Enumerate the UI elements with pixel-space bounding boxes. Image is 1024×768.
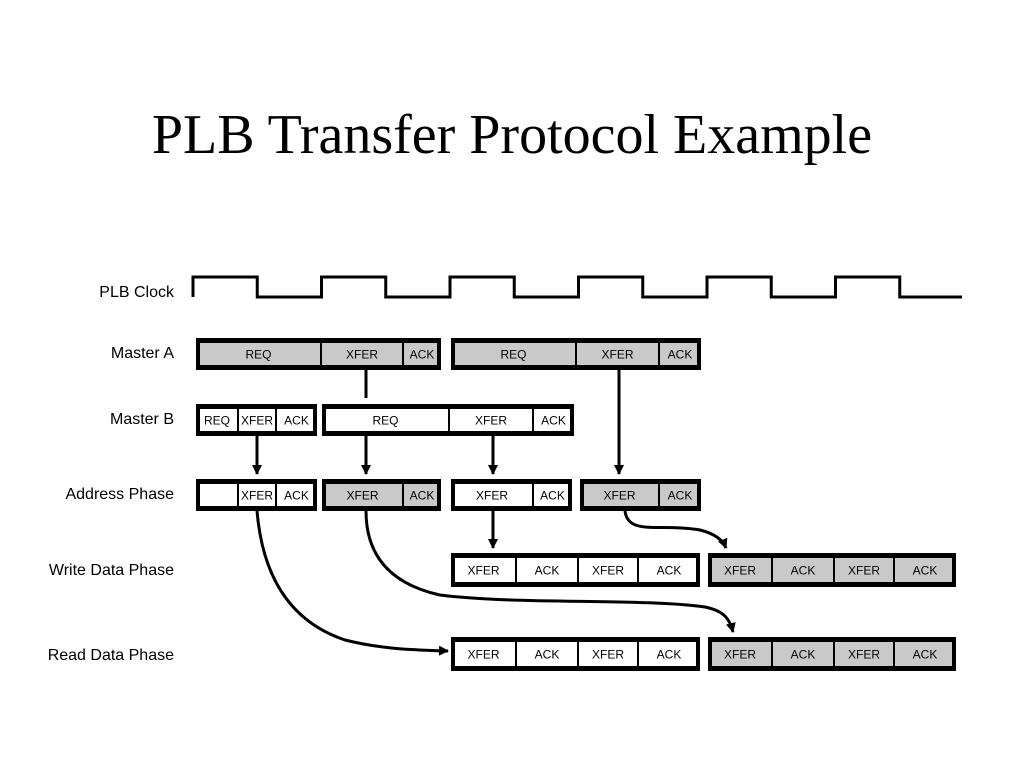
segment-cell: [200, 484, 237, 506]
segment-label-ack: ACK: [535, 648, 560, 662]
segment-cell: [773, 558, 833, 582]
segment-cell: [660, 343, 697, 365]
row-label-masterA: Master A: [111, 345, 174, 362]
segment-label-xfer: XFER: [467, 648, 499, 662]
segment-label-xfer: XFER: [724, 648, 756, 662]
segment-cell: [200, 343, 320, 365]
segment-cell: [895, 558, 952, 582]
segment-label-ack: ACK: [913, 648, 938, 662]
row-label-rdata: Read Data Phase: [48, 647, 174, 664]
segment-cell: [455, 558, 515, 582]
segment-group-rdata: XFER ACK XFER ACK: [451, 637, 700, 671]
segment-cell: [895, 642, 952, 666]
segment-label-xfer: XFER: [592, 564, 624, 578]
segment-group-wdata: XFER ACK XFER ACK: [451, 553, 700, 587]
segment-label-xfer: XFER: [601, 348, 633, 362]
segment-label-xfer: XFER: [848, 648, 880, 662]
segment-cell: [450, 409, 532, 431]
segment-cell: [239, 484, 275, 506]
segment-cell: [326, 409, 448, 431]
segment-label-ack: ACK: [791, 648, 816, 662]
segment-cell: [517, 558, 577, 582]
arrow-addr-to-wdata-2: [623, 510, 728, 549]
segment-label-ack: ACK: [535, 564, 560, 578]
arrow-addr-to-rdata-1: [255, 510, 449, 656]
segment-label-ack: ACK: [284, 489, 309, 503]
segment-label-xfer: XFER: [241, 489, 273, 503]
segment-cell: [584, 484, 658, 506]
segment-label-xfer: XFER: [346, 348, 378, 362]
segment-label-ack: ACK: [913, 564, 938, 578]
row-label-wdata: Write Data Phase: [49, 562, 174, 579]
segment-group-addr: XFER ACK: [580, 479, 701, 511]
segment-cell: [579, 642, 637, 666]
segment-group-masterA: REQ XFER ACK: [196, 338, 441, 370]
segment-cell: [835, 642, 893, 666]
segment-cell: [773, 642, 833, 666]
segment-label-xfer: XFER: [603, 489, 635, 503]
segment-label-req: REQ: [245, 348, 271, 362]
segment-label-ack: ACK: [657, 564, 682, 578]
segment-cell: [455, 484, 532, 506]
segment-label-req: REQ: [500, 348, 526, 362]
segment-cell: [835, 558, 893, 582]
segment-label-req: REQ: [372, 414, 398, 428]
row-label-clock: PLB Clock: [99, 284, 175, 301]
segment-cell: [534, 484, 568, 506]
segment-cell: [239, 409, 275, 431]
arrow-addr-to-rdata-2: [364, 510, 736, 633]
plb-clock-waveform: [191, 275, 962, 299]
segment-label-xfer: XFER: [476, 489, 508, 503]
segment-label-xfer: XFER: [241, 414, 273, 428]
segment-cell: [577, 343, 658, 365]
segment-cell: [404, 343, 437, 365]
segment-label-xfer: XFER: [592, 648, 624, 662]
segment-label-xfer: XFER: [346, 489, 378, 503]
segment-group-addr: XFER ACK: [196, 479, 317, 511]
segment-cell: [579, 558, 637, 582]
segment-label-ack: ACK: [791, 564, 816, 578]
segment-label-ack: ACK: [540, 489, 565, 503]
segment-group-addr: XFER ACK: [322, 479, 441, 511]
segment-group-masterB: REQ XFER ACK: [322, 404, 574, 436]
slide-title: PLB Transfer Protocol Example: [151, 104, 873, 166]
segment-cell: [322, 343, 402, 365]
segment-cell: [326, 484, 402, 506]
segment-label-ack: ACK: [657, 648, 682, 662]
segment-label-xfer: XFER: [848, 564, 880, 578]
segment-label-ack: ACK: [668, 348, 693, 362]
segment-group-wdata: XFER ACK XFER ACK: [708, 553, 956, 587]
segment-group-masterA: REQ XFER ACK: [451, 338, 701, 370]
segment-cell: [660, 484, 697, 506]
segment-group-rdata: XFER ACK XFER ACK: [708, 637, 956, 671]
segment-cell: [455, 642, 515, 666]
row-label-addr: Address Phase: [65, 486, 174, 503]
segment-cell: [517, 642, 577, 666]
segment-cell: [200, 409, 237, 431]
segment-label-xfer: XFER: [475, 414, 507, 428]
segment-cell: [404, 484, 437, 506]
segment-cell: [277, 484, 313, 506]
row-label-masterB: Master B: [110, 411, 174, 428]
segment-label-ack: ACK: [541, 414, 566, 428]
segment-cell: [712, 642, 771, 666]
segment-group-addr: XFER ACK: [451, 479, 572, 511]
segment-label-xfer: XFER: [467, 564, 499, 578]
segment-cell: [712, 558, 771, 582]
segment-label-ack: ACK: [284, 414, 309, 428]
segment-label-ack: ACK: [668, 489, 693, 503]
segment-label-ack: ACK: [410, 348, 435, 362]
segment-label-ack: ACK: [410, 489, 435, 503]
segment-cell: [639, 642, 696, 666]
segment-cell: [534, 409, 570, 431]
segment-cell: [639, 558, 696, 582]
segment-group-masterB: REQ XFER ACK: [196, 404, 317, 436]
segment-cell: [455, 343, 575, 365]
segment-label-req: REQ: [204, 414, 230, 428]
segment-label-xfer: XFER: [724, 564, 756, 578]
segment-cell: [277, 409, 313, 431]
